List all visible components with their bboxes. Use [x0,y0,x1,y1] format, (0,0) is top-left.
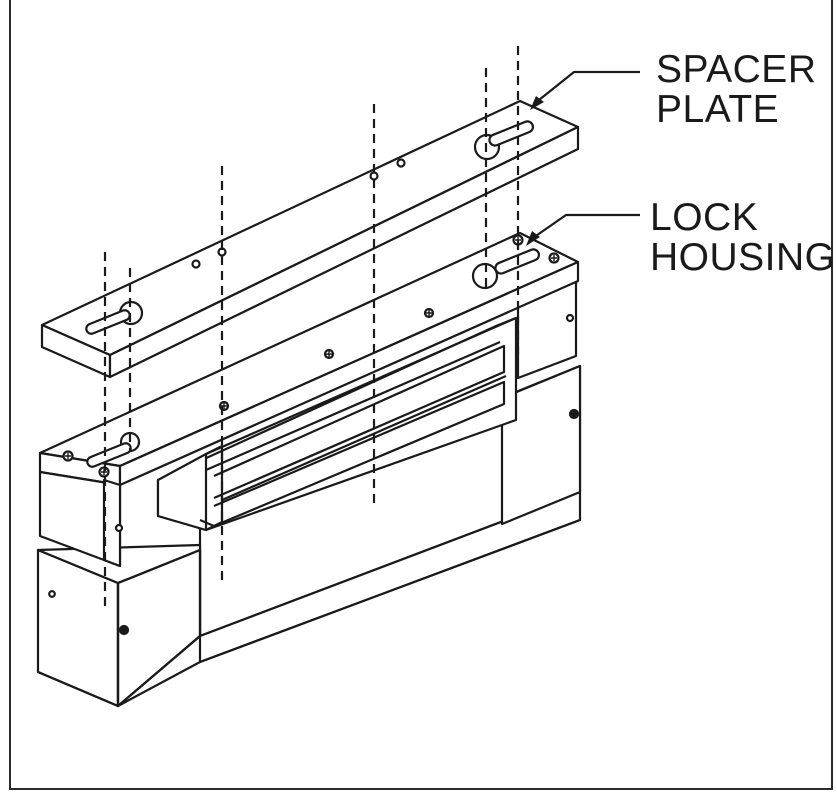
alignment-lines [103,46,520,612]
mounting-hole-icon [48,590,56,598]
leader-lines [526,70,640,246]
screw-hole-icon [396,158,406,168]
spacer-plate [40,99,580,379]
mounting-hole-icon [114,523,124,533]
spacer-plate-label-line2: PLATE [656,88,780,131]
spacer-plate-label-line1: SPACER [656,48,817,91]
screw-hole-icon [369,171,379,181]
screw-hole-icon [191,259,201,269]
slot-icon [488,120,535,147]
slot-icon [86,442,132,468]
lock-housing [38,231,580,568]
lock-housing-label-line2: HOUSING [650,236,836,279]
mounting-hole-icon [565,313,575,323]
lock-housing-label-line1: LOCK [650,196,759,239]
